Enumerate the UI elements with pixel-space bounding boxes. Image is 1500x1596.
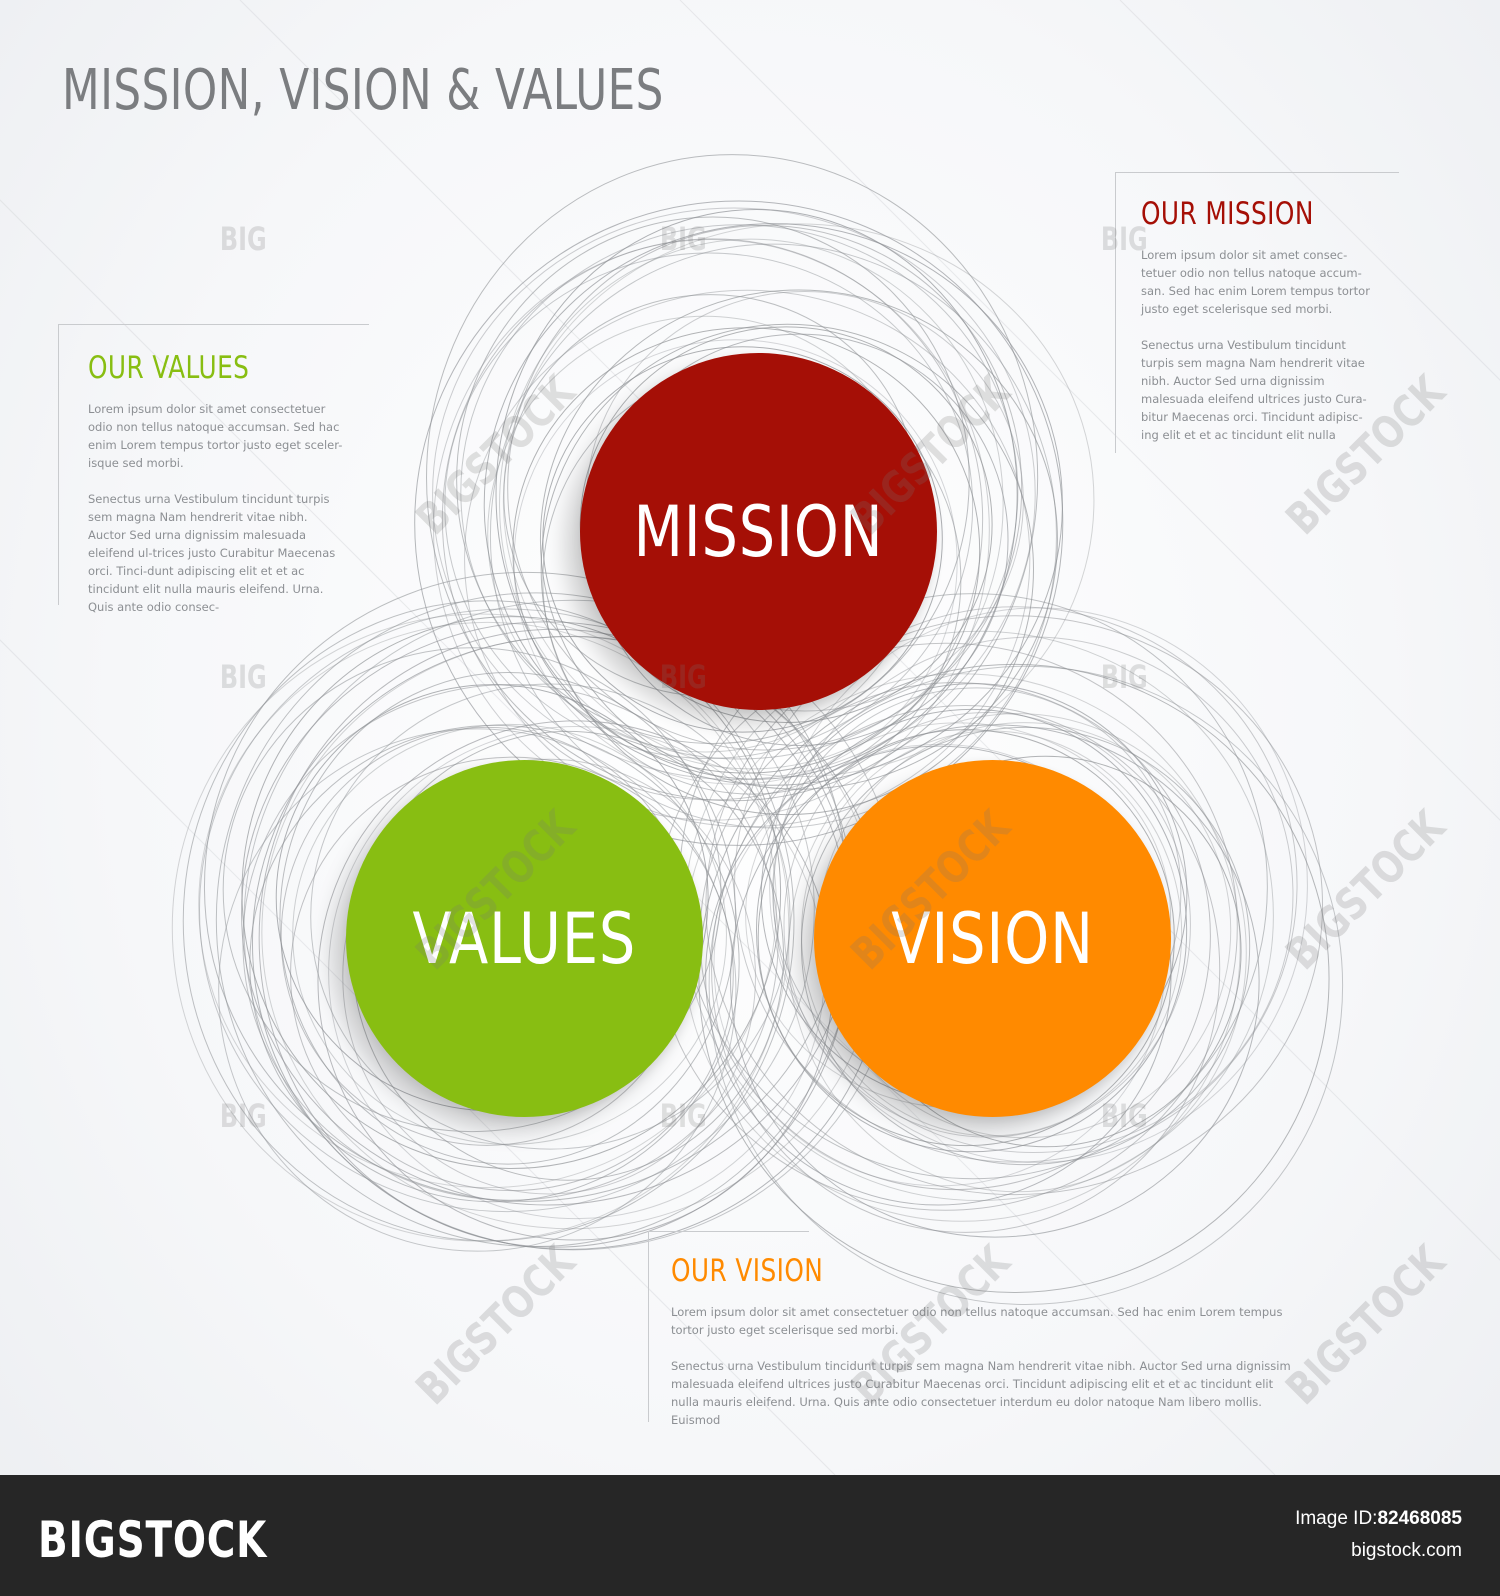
- sketch-circle: [502, 223, 1095, 778]
- vision-section: OUR VISION Lorem ipsum dolor sit amet co…: [671, 1253, 1301, 1429]
- mission-circle-label: MISSION: [633, 490, 884, 573]
- values-bracket: [58, 324, 369, 605]
- watermark-line: [679, 0, 1500, 821]
- vision-bracket: [648, 1231, 809, 1422]
- watermark-line: [1119, 0, 1500, 381]
- sketch-circle: [198, 608, 815, 1213]
- sketch-circle: [460, 224, 1019, 760]
- sketch-circle: [222, 647, 722, 1133]
- values-paragraph-1: Lorem ipsum dolor sit amet consectetuer …: [88, 402, 343, 470]
- bigstock-logo: BIGSTOCK: [38, 1511, 268, 1569]
- sketch-circle: [241, 616, 782, 1169]
- values-circle-label: VALUES: [412, 897, 637, 980]
- sketch-circle: [342, 758, 756, 1195]
- sketch-circle: [310, 683, 791, 1150]
- vision-paragraph-2: Senectus urna Vestibulum tincidunt turpi…: [671, 1359, 1291, 1427]
- mission-section: OUR MISSION Lorem ipsum dolor sit amet c…: [1141, 196, 1373, 444]
- page-title: MISSION, VISION & VALUES: [62, 58, 664, 123]
- sketch-circle: [755, 708, 1188, 1153]
- sketch-circle: [441, 238, 984, 801]
- sketch-circle: [730, 724, 1260, 1238]
- image-id-label: Image ID:: [1295, 1508, 1378, 1529]
- vision-heading: OUR VISION: [671, 1253, 824, 1289]
- sketch-circle: [512, 327, 981, 774]
- sketch-circle: [290, 756, 734, 1192]
- sketch-circle: [539, 289, 1058, 790]
- sketch-circle: [464, 289, 1031, 828]
- vision-circle-label: VISION: [891, 897, 1094, 980]
- sketch-circle: [171, 613, 790, 1242]
- sketch-circle: [757, 729, 1175, 1147]
- watermark-line: [0, 199, 1276, 1475]
- sketch-circle: [182, 600, 795, 1242]
- sketch-circle: [705, 615, 1324, 1196]
- image-id-value: 82468085: [1377, 1508, 1462, 1529]
- sketch-circle: [218, 728, 737, 1252]
- mission-heading: OUR MISSION: [1141, 196, 1314, 232]
- sketch-circle: [698, 663, 1330, 1293]
- values-heading: OUR VALUES: [88, 350, 250, 386]
- sketch-circle: [513, 339, 958, 785]
- mission-bracket: [1115, 172, 1399, 453]
- sketch-circle: [783, 712, 1191, 1138]
- sketch-circle: [542, 346, 943, 733]
- mission-circle: MISSION: [580, 353, 937, 710]
- sketch-circle: [788, 713, 1247, 1193]
- watermark-line: [239, 0, 1500, 1261]
- sketch-circle: [249, 724, 740, 1203]
- values-circle: VALUES: [346, 760, 703, 1117]
- sketch-circle: [198, 621, 777, 1189]
- sketch-circle: [540, 323, 1034, 816]
- sketch-circle: [456, 216, 970, 744]
- sketch-circle: [414, 200, 1064, 846]
- image-id: Image ID:82468085: [1295, 1508, 1462, 1530]
- watermark-line: [0, 639, 836, 1475]
- sketch-circle: [708, 665, 1344, 1305]
- mission-paragraph-1: Lorem ipsum dolor sit amet consec-tetuer…: [1141, 248, 1370, 316]
- mission-paragraph-2: Senectus urna Vestibulum tincidunt turpi…: [1141, 338, 1367, 442]
- sketch-circle: [433, 238, 990, 821]
- site-url: bigstock.com: [1351, 1540, 1462, 1561]
- vision-paragraph-1: Lorem ipsum dolor sit amet consectetuer …: [671, 1305, 1283, 1337]
- sketch-circle: [507, 224, 1023, 751]
- sketch-circle: [483, 223, 1063, 786]
- sketch-circle: [426, 154, 1039, 802]
- values-section: OUR VALUES Lorem ipsum dolor sit amet co…: [88, 350, 348, 616]
- sketch-circle: [800, 726, 1251, 1166]
- footer-bar: BIGSTOCK Image ID:82468085 bigstock.com: [0, 1475, 1500, 1596]
- sketch-circle: [769, 607, 1308, 1163]
- sketch-circle: [772, 636, 1294, 1154]
- sketch-circle: [734, 606, 1298, 1163]
- vision-circle: VISION: [814, 760, 1171, 1117]
- sketch-circle: [432, 207, 1036, 781]
- values-paragraph-2: Senectus urna Vestibulum tincidunt turpi…: [88, 492, 336, 614]
- sketch-circle: [499, 238, 1004, 770]
- sketch-circle: [279, 671, 737, 1165]
- sketch-circle: [711, 705, 1221, 1233]
